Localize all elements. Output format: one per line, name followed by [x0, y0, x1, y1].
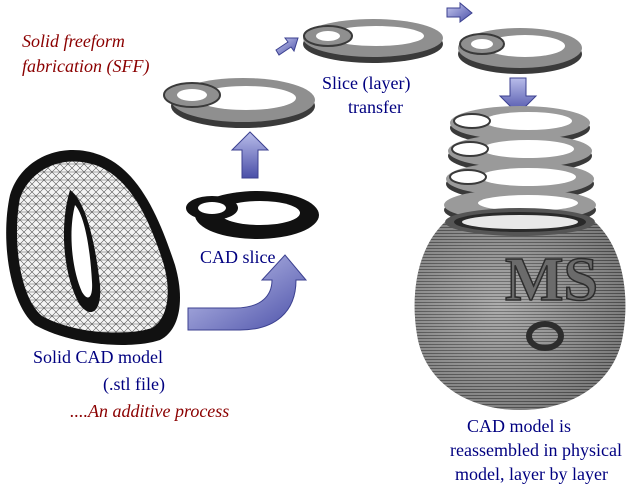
additive-process-label: ....An additive process: [70, 401, 230, 421]
cad-slice-label: CAD slice: [200, 247, 276, 267]
slice-transfer-label-line1: Slice (layer): [322, 73, 411, 93]
solid-cad-model: [6, 149, 180, 345]
slice-layer-3: [458, 28, 582, 74]
sff-title-line2: fabrication (SFF): [22, 56, 150, 76]
reassembled-label-line3: model, layer by layer: [455, 464, 608, 484]
cad-slice-shape: [186, 191, 319, 239]
slice-layer-2: [303, 19, 443, 63]
reassembled-label-line1: CAD model is: [467, 416, 572, 436]
physical-vase-model: MS: [414, 208, 626, 410]
small-arrow-2: [446, 1, 473, 23]
reassembled-label-line2: reassembled in physical: [450, 440, 622, 460]
slice-transfer-label-line2: transfer: [348, 97, 403, 117]
down-arrow: [498, 77, 538, 115]
slice-layer-1: [163, 78, 315, 128]
small-arrow-1: [275, 37, 299, 56]
up-arrow: [230, 131, 270, 179]
sff-title-line1: Solid freeform: [22, 31, 125, 51]
solid-cad-model-label-line2: (.stl file): [103, 374, 165, 394]
solid-cad-model-label-line1: Solid CAD model: [33, 347, 164, 367]
curved-arrow: [187, 254, 308, 331]
vase-letters: MS: [505, 246, 598, 314]
